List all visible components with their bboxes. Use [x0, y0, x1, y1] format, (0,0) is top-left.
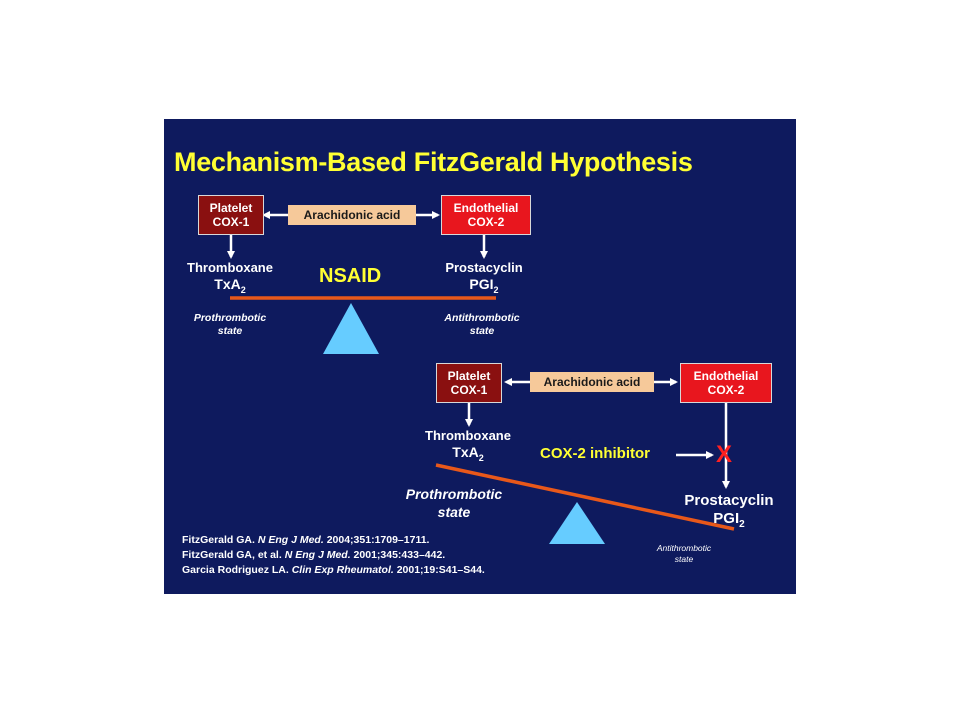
top-platelet-label: Platelet [209, 201, 253, 215]
block-x-mark: X [716, 441, 733, 468]
top-prothrombotic-text: Prothrombotic [193, 312, 267, 324]
reference-item: Garcia Rodriguez LA. Clin Exp Rheumatol.… [182, 563, 485, 578]
bottom-balance-beam [435, 463, 735, 531]
top-prostacyclin-label: Prostacyclin [445, 260, 523, 275]
bottom-endothelial-label: Endothelial [693, 369, 759, 383]
reference-journal: N Eng J Med. [257, 534, 324, 546]
top-arachidonic-acid-box: Arachidonic acid [288, 205, 416, 225]
bottom-prothrombotic-text: Prothrombotic [405, 486, 503, 502]
reference-item: FitzGerald GA, et al. N Eng J Med. 2001;… [182, 548, 485, 563]
bottom-platelet-label: Platelet [447, 369, 491, 383]
bottom-arachidonic-acid-box: Arachidonic acid [530, 372, 654, 392]
top-antithrombotic-text: Antithrombotic [444, 312, 520, 324]
bottom-txa2-label: TxA2 [418, 444, 518, 463]
bottom-thromboxane-label: Thromboxane [425, 428, 511, 443]
reference-authors: FitzGerald GA. [182, 534, 258, 546]
top-cox1-label: COX-1 [212, 215, 250, 229]
bottom-prothrombotic-state-text: state [437, 504, 471, 520]
reference-journal: N Eng J Med. [284, 549, 351, 561]
top-txa2-label: TxA2 [180, 276, 280, 295]
reference-authors: FitzGerald GA, et al. [182, 549, 285, 561]
bottom-antithrombotic-text: Antithrombotic [656, 543, 712, 553]
bottom-platelet-cox1-box: Platelet COX-1 [436, 363, 502, 403]
bottom-cox1-label: COX-1 [450, 383, 488, 397]
reference-item: FitzGerald GA. N Eng J Med. 2004;351:170… [182, 533, 485, 548]
top-txa-subscript: 2 [240, 284, 246, 295]
bottom-endothelial-cox2-box: Endothelial COX-2 [680, 363, 772, 403]
top-pgi-subscript: 2 [493, 284, 499, 295]
cox2-inhibitor-label: COX-2 inhibitor [540, 445, 650, 462]
nsaid-label: NSAID [319, 265, 382, 287]
top-fulcrum [323, 303, 379, 354]
top-pgi2-label: PGI2 [429, 276, 539, 295]
top-thromboxane-label: Thromboxane [187, 260, 273, 275]
top-txa-base: TxA [214, 276, 241, 292]
top-endothelial-label: Endothelial [453, 201, 519, 215]
bottom-antithrombotic-state-text: state [674, 554, 694, 564]
slide: Mechanism-Based FitzGerald Hypothesis Pl… [164, 119, 796, 594]
references: FitzGerald GA. N Eng J Med. 2004;351:170… [182, 533, 485, 578]
reference-authors: Garcia Rodriguez LA. [182, 564, 292, 576]
top-pgi-base: PGI [469, 276, 494, 292]
top-platelet-cox1-box: Platelet COX-1 [198, 195, 264, 235]
top-prothrombotic-state-text: state [217, 325, 243, 337]
bottom-pgi-subscript: 2 [739, 519, 745, 530]
reference-journal: Clin Exp Rheumatol. [291, 564, 394, 576]
slide-title: Mechanism-Based FitzGerald Hypothesis [174, 147, 693, 177]
bottom-fulcrum [549, 502, 605, 544]
top-prothrombotic-state-label: Prothrombotic state [172, 312, 288, 338]
bottom-pgi2-label: PGI2 [669, 510, 789, 530]
bottom-prostacyclin-label: Prostacyclin [684, 492, 774, 509]
top-antithrombotic-state-label: Antithrombotic state [424, 312, 540, 338]
reference-citation: 2001;19:S41–S44. [393, 564, 485, 576]
reference-citation: 2001;345:433–442. [350, 549, 446, 561]
top-endothelial-cox2-box: Endothelial COX-2 [441, 195, 531, 235]
bottom-txa-subscript: 2 [478, 452, 484, 463]
top-cox2-label: COX-2 [467, 215, 505, 229]
bottom-pgi-base: PGI [713, 510, 740, 527]
bottom-txa-base: TxA [452, 444, 479, 460]
bottom-antithrombotic-state-label: Antithrombotic state [639, 543, 729, 565]
reference-citation: 2004;351:1709–1711. [323, 534, 430, 546]
top-antithrombotic-state-text: state [469, 325, 495, 337]
bottom-prothrombotic-state-label: Prothrombotic state [394, 485, 514, 521]
bottom-cox2-label: COX-2 [707, 383, 745, 397]
